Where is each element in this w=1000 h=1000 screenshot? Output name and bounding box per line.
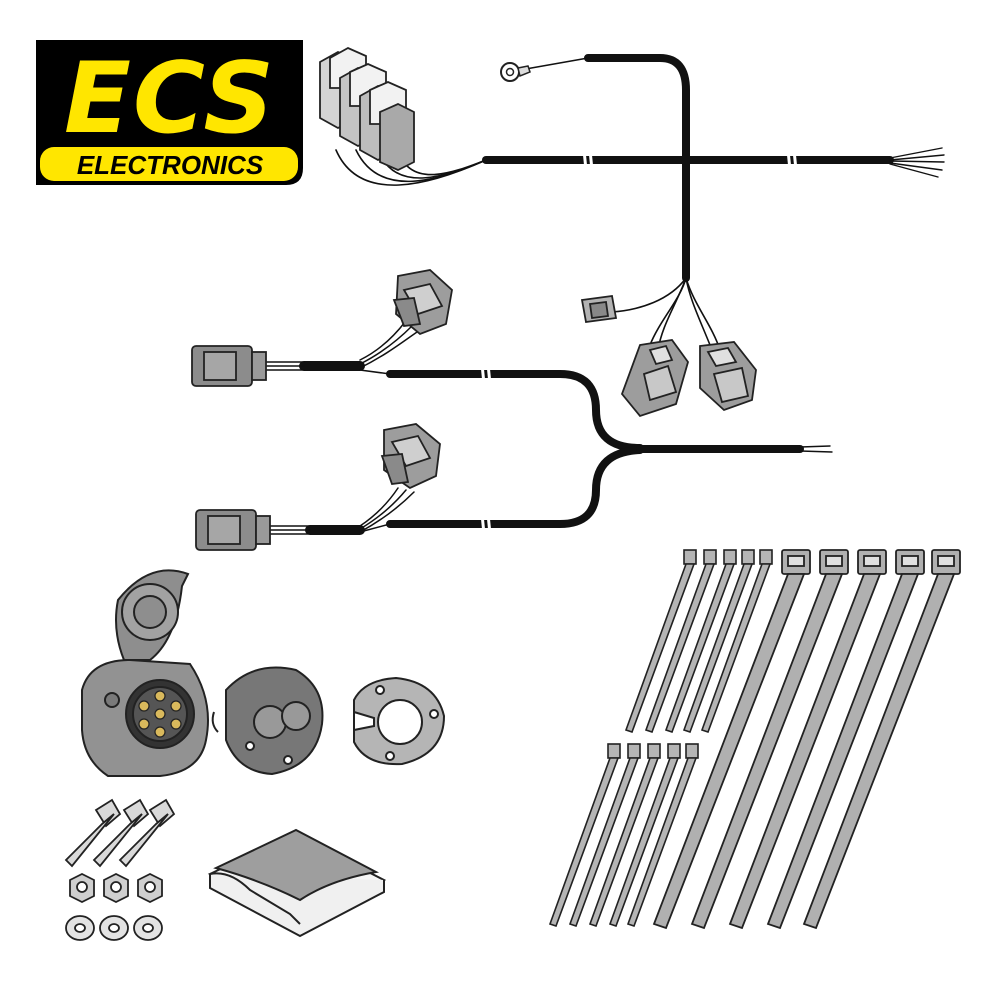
harness-socket-upper: [392, 269, 453, 336]
socket-mounting-plate: [353, 676, 446, 766]
cable-tie: [608, 743, 681, 928]
cable-tie: [766, 549, 925, 930]
bolts: [64, 798, 176, 868]
ring-terminal: [500, 62, 531, 82]
washer: [65, 915, 95, 941]
nut: [69, 872, 95, 904]
nut: [103, 872, 129, 904]
cable-tie: [664, 549, 737, 734]
cable-tie: [700, 549, 773, 734]
nut: [137, 872, 163, 904]
bare-wire-ends: [889, 147, 945, 178]
bolt: [118, 798, 176, 868]
vertical-branch: [584, 54, 690, 282]
brand-tagline: ELECTRONICS: [77, 150, 264, 180]
vehicle-connector-b: [699, 341, 757, 412]
cable-tie: [568, 743, 641, 928]
cable-tie: [652, 549, 811, 930]
brand-logo: ECS ELECTRONICS: [36, 40, 303, 185]
bolt: [92, 798, 150, 868]
towbar-socket: [81, 569, 209, 777]
cable-ties-small: [548, 549, 773, 928]
cable-ties-large: [652, 549, 961, 930]
cable-tie: [624, 549, 697, 734]
adhesive-pad: [207, 828, 387, 938]
harness-socket-lower: [380, 423, 441, 490]
relay-modules: [319, 46, 415, 171]
cable-tie: [644, 549, 717, 734]
washer: [99, 915, 129, 941]
socket-gasket: [211, 666, 324, 776]
harness-plug-lower: [195, 509, 271, 551]
small-plug-connector: [580, 294, 618, 324]
cable-tie: [690, 549, 849, 930]
brand-name: ECS: [64, 42, 276, 156]
cable-tie: [728, 549, 887, 930]
cable-tie: [802, 549, 961, 930]
washer: [133, 915, 163, 941]
cable-tie: [588, 743, 661, 928]
vehicle-connector-a: [620, 339, 689, 418]
nuts: [69, 872, 163, 904]
lock-washers: [65, 915, 163, 941]
cable-tie: [626, 743, 699, 928]
y-harness: [263, 321, 833, 536]
harness-plug-upper: [191, 345, 267, 387]
cable-tie: [682, 549, 755, 734]
wiring-harness: [335, 54, 945, 351]
cable-tie: [548, 743, 621, 928]
bolt: [64, 798, 122, 868]
